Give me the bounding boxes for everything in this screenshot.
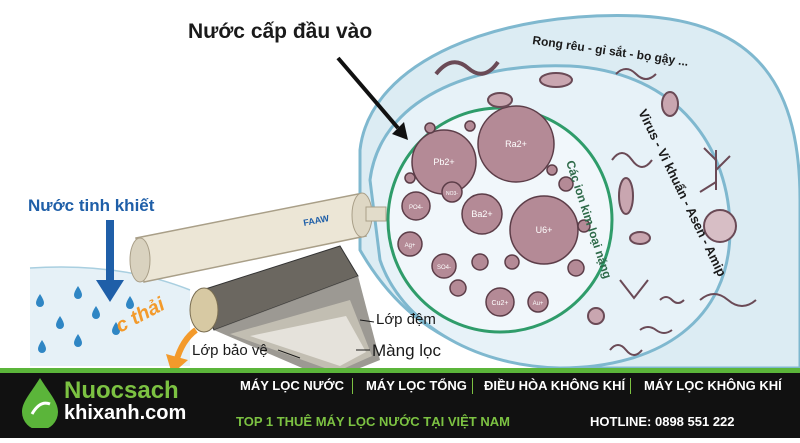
layer-membrane-label: Màng lọc bbox=[372, 341, 441, 360]
ion-sphere bbox=[461, 193, 503, 235]
rust-particle-icon bbox=[703, 209, 737, 243]
bacteria-icon bbox=[618, 177, 634, 215]
ion-sphere bbox=[401, 191, 431, 221]
ion-label: PO4- bbox=[409, 205, 423, 211]
cartridge-outlet bbox=[365, 206, 387, 222]
nav-divider bbox=[352, 378, 353, 394]
water-drop-icon bbox=[112, 322, 120, 335]
layer-protect-label: Lớp bảo vệ bbox=[192, 342, 268, 359]
bacteria-icon bbox=[611, 152, 653, 168]
water-drop-icon bbox=[38, 340, 46, 353]
cartridge-cap bbox=[129, 237, 151, 283]
bacteria-icon bbox=[619, 279, 649, 300]
ion-sphere bbox=[485, 287, 515, 317]
ion-label: Pb2+ bbox=[433, 157, 454, 167]
pure-water-arrow-icon bbox=[96, 220, 124, 302]
hotline-link[interactable]: HOTLINE: 0898 551 222 bbox=[590, 414, 735, 429]
nav-item-air-conditioner[interactable]: ĐIỀU HÒA KHÔNG KHÍ bbox=[484, 378, 626, 393]
pure-water-edge bbox=[29, 266, 191, 291]
water-drop-icon bbox=[126, 296, 134, 309]
microbes bbox=[587, 152, 685, 334]
nav-divider bbox=[472, 378, 473, 394]
nav-divider bbox=[630, 378, 631, 394]
ion-sphere bbox=[477, 105, 555, 183]
site-logo[interactable] bbox=[16, 372, 212, 428]
ion-sphere bbox=[527, 291, 549, 313]
ion-label: U6+ bbox=[536, 225, 553, 235]
algae-icon bbox=[487, 92, 513, 108]
ion-sphere bbox=[441, 181, 463, 203]
membrane-roll bbox=[189, 245, 380, 380]
water-drops bbox=[36, 286, 134, 353]
header-slogan: TOP 1 THUÊ MÁY LỌC NƯỚC TẠI VIỆT NAM bbox=[236, 414, 510, 429]
layer-mid-label: Lớp đệm bbox=[376, 311, 436, 328]
leaf-drop-icon bbox=[22, 378, 58, 428]
pure-water-label: Nước tinh khiết bbox=[28, 196, 155, 215]
ion-labels: Pb2+ Ra2+ Ba2+ U6+ PO4- NO3- Ag+ SO4- Cu… bbox=[405, 139, 553, 307]
organisms bbox=[434, 60, 757, 356]
algae-icon bbox=[699, 147, 731, 193]
water-drop-icon bbox=[36, 294, 44, 307]
cartridge-brand: FAAW bbox=[302, 213, 330, 228]
algae-icon bbox=[661, 91, 679, 117]
ion-sphere bbox=[397, 231, 423, 257]
nav-item-whole-house-filter[interactable]: MÁY LỌC TỔNG bbox=[366, 378, 467, 393]
bacteria-icon bbox=[659, 296, 685, 304]
ion-label: Cu2+ bbox=[492, 300, 509, 307]
algae-icon bbox=[615, 68, 657, 80]
nav-item-air-purifier[interactable]: MÁY LỌC KHÔNG KHÍ bbox=[644, 378, 782, 393]
page-title: Nước cấp đầu vào bbox=[188, 20, 373, 43]
pure-water-stream bbox=[30, 266, 190, 366]
nav-item-water-purifier[interactable]: MÁY LỌC NƯỚC bbox=[240, 378, 344, 393]
worm-icon bbox=[434, 60, 500, 76]
larva-icon bbox=[699, 293, 757, 307]
site-header-band bbox=[0, 368, 800, 438]
bacteria-icon bbox=[639, 326, 673, 334]
virus-icon bbox=[587, 307, 605, 325]
inflow-arrow-icon bbox=[336, 56, 408, 140]
ion-label: NO3- bbox=[446, 191, 458, 197]
ion-label: Ba2+ bbox=[471, 209, 492, 219]
virus-icon bbox=[629, 231, 651, 245]
membrane-sheet bbox=[250, 316, 366, 366]
algae-icon bbox=[539, 72, 573, 88]
larva-icon bbox=[609, 344, 643, 356]
logo-text-top[interactable]: Nuocsach bbox=[64, 377, 179, 404]
ion-label: SO4- bbox=[437, 265, 451, 271]
leader-lines bbox=[277, 319, 375, 359]
ion-spheres bbox=[397, 105, 591, 317]
ion-sphere bbox=[431, 253, 457, 279]
leaf-vein-icon bbox=[30, 401, 51, 415]
ion-label: Au+ bbox=[533, 301, 544, 307]
water-drop-icon bbox=[92, 306, 100, 319]
water-drop-icon bbox=[74, 286, 82, 299]
water-drop-icon bbox=[56, 316, 64, 329]
membrane-end bbox=[189, 287, 219, 333]
ion-label: Ag+ bbox=[405, 243, 416, 249]
logo-text-bottom[interactable]: khixanh.com bbox=[64, 402, 187, 424]
ion-sphere bbox=[509, 195, 579, 265]
water-drop-icon bbox=[74, 334, 82, 347]
ro-cartridge: FAAW bbox=[129, 192, 387, 283]
ion-label: Ra2+ bbox=[505, 139, 527, 149]
header-accent-line bbox=[0, 368, 800, 373]
